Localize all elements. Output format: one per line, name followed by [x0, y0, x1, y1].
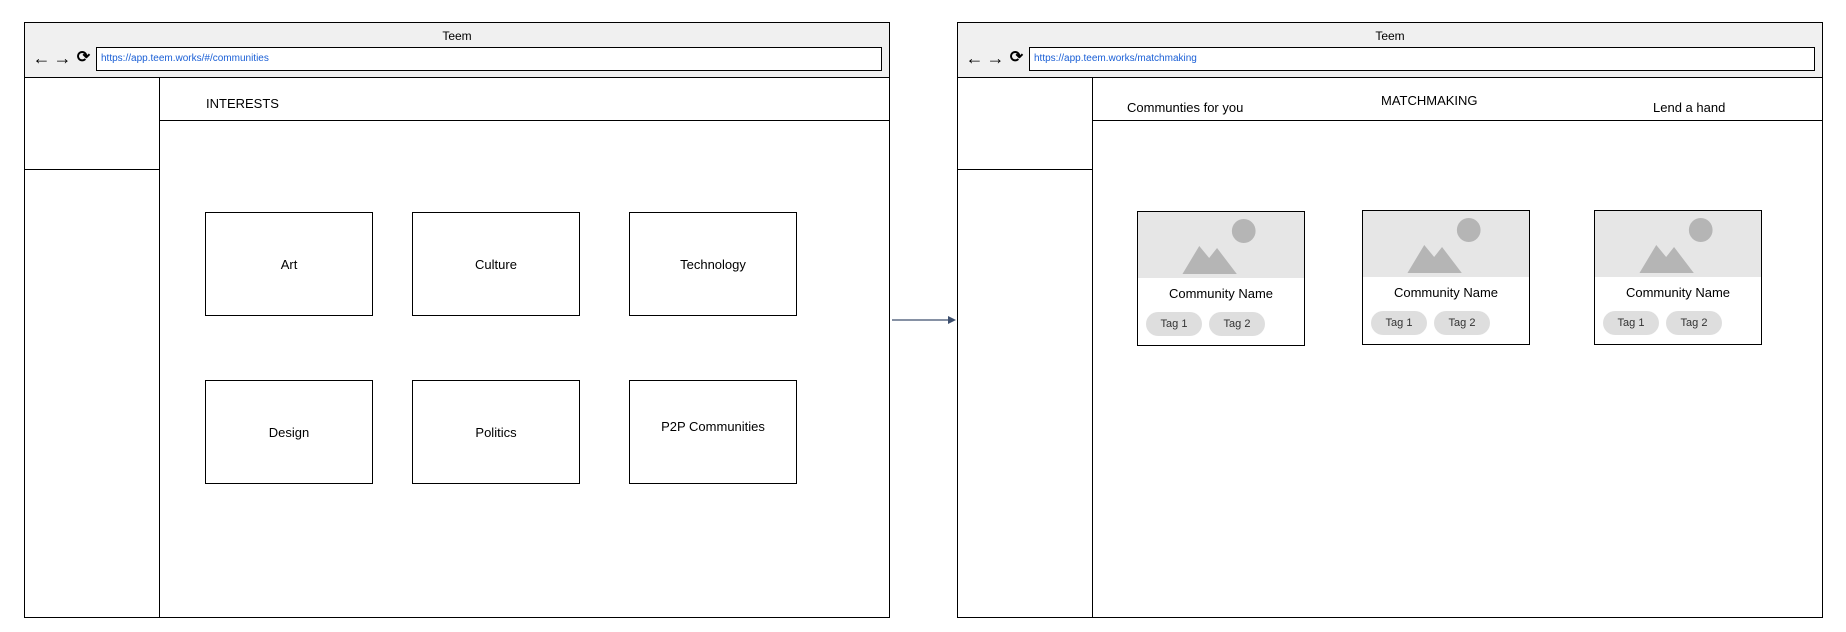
main-header: Communties for you MATCHMAKING Lend a ha…: [1093, 78, 1822, 121]
interest-tile-technology[interactable]: Technology: [629, 212, 797, 316]
url-bar[interactable]: https://app.teem.works/#/communities: [96, 47, 882, 71]
nav-controls: ← → ⟳: [31, 47, 94, 69]
tag-list: Tag 1 Tag 2: [1603, 311, 1722, 335]
nav-controls: ← → ⟳: [964, 47, 1027, 69]
interest-tile-art[interactable]: Art: [205, 212, 373, 316]
left-arrow-icon[interactable]: ←: [32, 48, 51, 68]
url-bar[interactable]: https://app.teem.works/matchmaking: [1029, 47, 1815, 71]
tag-chip[interactable]: Tag 1: [1603, 311, 1659, 335]
sidebar-top-panel: [25, 78, 159, 170]
page-title: INTERESTS: [206, 96, 279, 111]
browser-chrome: Teem ← → ⟳ https://app.teem.works/matchm…: [958, 23, 1822, 78]
right-arrow-icon[interactable]: →: [53, 48, 72, 68]
sidebar: [25, 78, 160, 617]
community-name: Community Name: [1393, 285, 1499, 300]
sidebar-top-panel: [958, 78, 1092, 170]
flow-arrow: [892, 316, 956, 324]
browser-window-matchmaking: Teem ← → ⟳ https://app.teem.works/matchm…: [957, 22, 1823, 618]
community-name: Community Name: [1625, 285, 1731, 300]
right-arrow-icon[interactable]: →: [986, 48, 1005, 68]
mountain-sun-image-icon: [1138, 212, 1304, 278]
tag-list: Tag 1 Tag 2: [1371, 311, 1490, 335]
left-arrow-icon[interactable]: ←: [965, 48, 984, 68]
community-name: Community Name: [1168, 286, 1274, 301]
tag-chip[interactable]: Tag 1: [1371, 311, 1427, 335]
browser-chrome: Teem ← → ⟳ https://app.teem.works/#/comm…: [25, 23, 889, 78]
sidebar: [958, 78, 1093, 617]
window-title: Teem: [442, 29, 472, 43]
main-header: INTERESTS: [160, 78, 889, 121]
tab-lend-a-hand[interactable]: Lend a hand: [1653, 100, 1726, 115]
interest-tile-design[interactable]: Design: [205, 380, 373, 484]
reload-icon[interactable]: ⟳: [76, 49, 91, 66]
tab-matchmaking[interactable]: MATCHMAKING: [1381, 93, 1478, 108]
interest-tile-p2p-communities[interactable]: P2P Communities: [629, 380, 797, 484]
tag-chip[interactable]: Tag 2: [1666, 311, 1722, 335]
mountain-sun-image-icon: [1595, 211, 1761, 277]
browser-window-interests: Teem ← → ⟳ https://app.teem.works/#/comm…: [24, 22, 890, 618]
tag-chip[interactable]: Tag 2: [1434, 311, 1490, 335]
community-card-2[interactable]: Community Name Tag 1 Tag 2: [1362, 210, 1530, 345]
tag-chip[interactable]: Tag 2: [1209, 312, 1265, 336]
mountain-sun-image-icon: [1363, 211, 1529, 277]
tag-chip[interactable]: Tag 1: [1146, 312, 1202, 336]
tab-communities-for-you[interactable]: Communties for you: [1127, 100, 1244, 115]
window-title: Teem: [1375, 29, 1405, 43]
reload-icon[interactable]: ⟳: [1009, 49, 1024, 66]
tag-list: Tag 1 Tag 2: [1146, 312, 1265, 336]
community-card-1[interactable]: Community Name Tag 1 Tag 2: [1137, 211, 1305, 346]
interest-tile-politics[interactable]: Politics: [412, 380, 580, 484]
interest-tile-culture[interactable]: Culture: [412, 212, 580, 316]
community-card-3[interactable]: Community Name Tag 1 Tag 2: [1594, 210, 1762, 345]
